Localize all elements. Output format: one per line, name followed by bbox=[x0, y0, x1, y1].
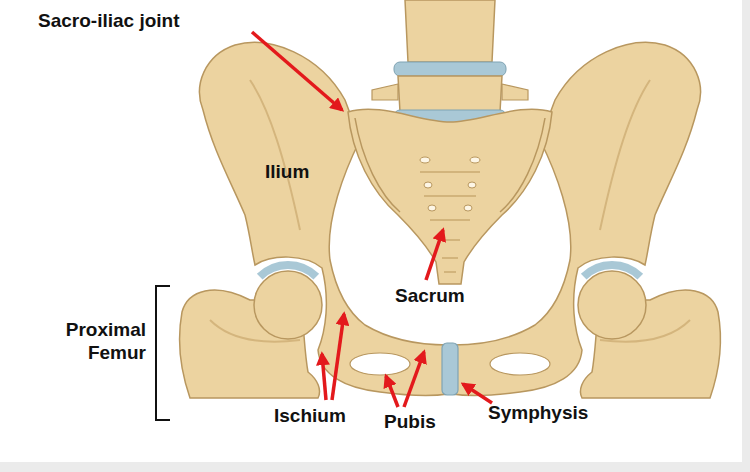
transverse-process bbox=[372, 84, 528, 100]
sacro-iliac-line bbox=[355, 118, 545, 212]
joint-label: Sacro-iliac joint bbox=[38, 9, 179, 32]
part-label: Symphysis bbox=[488, 401, 588, 424]
sacrum-bone bbox=[348, 109, 552, 284]
part-label: Ischium bbox=[274, 404, 346, 427]
sacral-foramina bbox=[420, 157, 480, 211]
part-label: Ilium bbox=[265, 160, 309, 183]
leader-arrows bbox=[252, 32, 492, 407]
part-label: Pubis bbox=[384, 410, 436, 433]
symphysis-cartilage bbox=[442, 343, 458, 395]
part-label: Sacrum bbox=[395, 284, 465, 307]
vertebra bbox=[405, 0, 495, 62]
intervertebral-disc bbox=[394, 62, 506, 76]
panel-ground bbox=[0, 0, 742, 462]
vertebra bbox=[398, 76, 502, 112]
bracket bbox=[156, 286, 170, 420]
part-label: Proximal Femur bbox=[30, 318, 146, 364]
sacral-ridges bbox=[420, 172, 480, 272]
